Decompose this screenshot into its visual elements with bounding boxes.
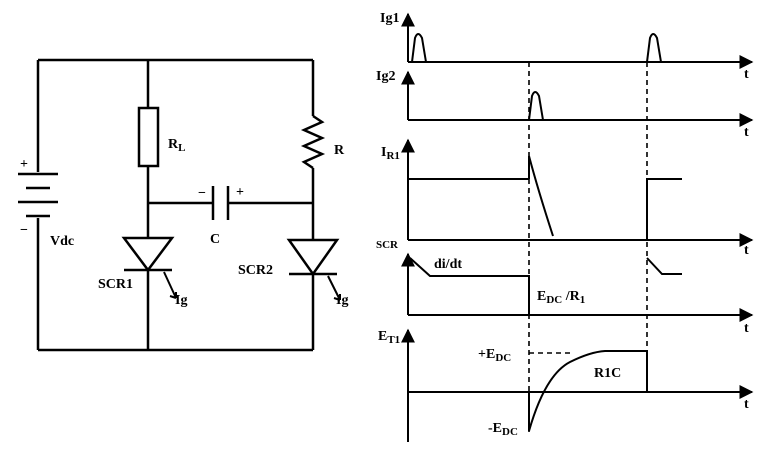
didt-label: di/dt — [434, 257, 462, 272]
edc-r1-label: EDC /R1 — [537, 289, 585, 306]
scr-label: SCR — [376, 239, 399, 251]
scr1-label: SCR1 — [98, 277, 133, 292]
cap-plus-label: + — [236, 185, 244, 200]
ig2-time-label: t — [744, 125, 749, 140]
resistor-r — [300, 114, 326, 170]
scr2-label: SCR2 — [238, 263, 273, 278]
ir1-label: IR1 — [381, 145, 400, 162]
scr2-gate-label: Ig — [336, 293, 348, 308]
dc-source: + − Vdc — [18, 157, 74, 249]
ig1-time-label: t — [744, 67, 749, 82]
resistor-r-label: R — [334, 143, 345, 158]
scr-plot: SCR di/dt EDC /R1 t — [376, 239, 754, 336]
et1-label: ET1 — [378, 329, 400, 346]
source-minus-label: − — [20, 223, 28, 238]
waveforms: Ig1 t Ig2 t IR1 t SCR di/d — [376, 11, 754, 442]
load-resistor — [137, 106, 160, 168]
cap-minus-label: − — [198, 186, 206, 201]
et1-time-label: t — [744, 397, 749, 412]
ig2-plot: Ig2 t — [376, 69, 754, 140]
ig1-label: Ig1 — [380, 11, 399, 26]
scr1-gate-label: Ig — [175, 293, 187, 308]
minus-edc-label: -EDC — [488, 421, 518, 438]
ig2-label: Ig2 — [376, 69, 395, 84]
load-resistor-sub: L — [178, 142, 185, 154]
circuit: + − Vdc RL SCR1 Ig − + C R — [18, 58, 348, 352]
ir1-plot: IR1 t — [381, 138, 754, 258]
scr-time-label: t — [744, 321, 749, 336]
source-label: Vdc — [50, 234, 74, 249]
source-plus-label: + — [20, 157, 28, 172]
load-resistor-label: RL — [168, 137, 185, 154]
plus-edc-label: +EDC — [478, 347, 511, 364]
ir1-time-label: t — [744, 243, 749, 258]
et1-plot: ET1 +EDC -EDC R1C t — [378, 328, 754, 442]
cap-label: C — [210, 232, 220, 247]
ig1-plot: Ig1 t — [380, 11, 754, 82]
r1c-label: R1C — [594, 366, 621, 381]
scr2 — [286, 238, 341, 301]
